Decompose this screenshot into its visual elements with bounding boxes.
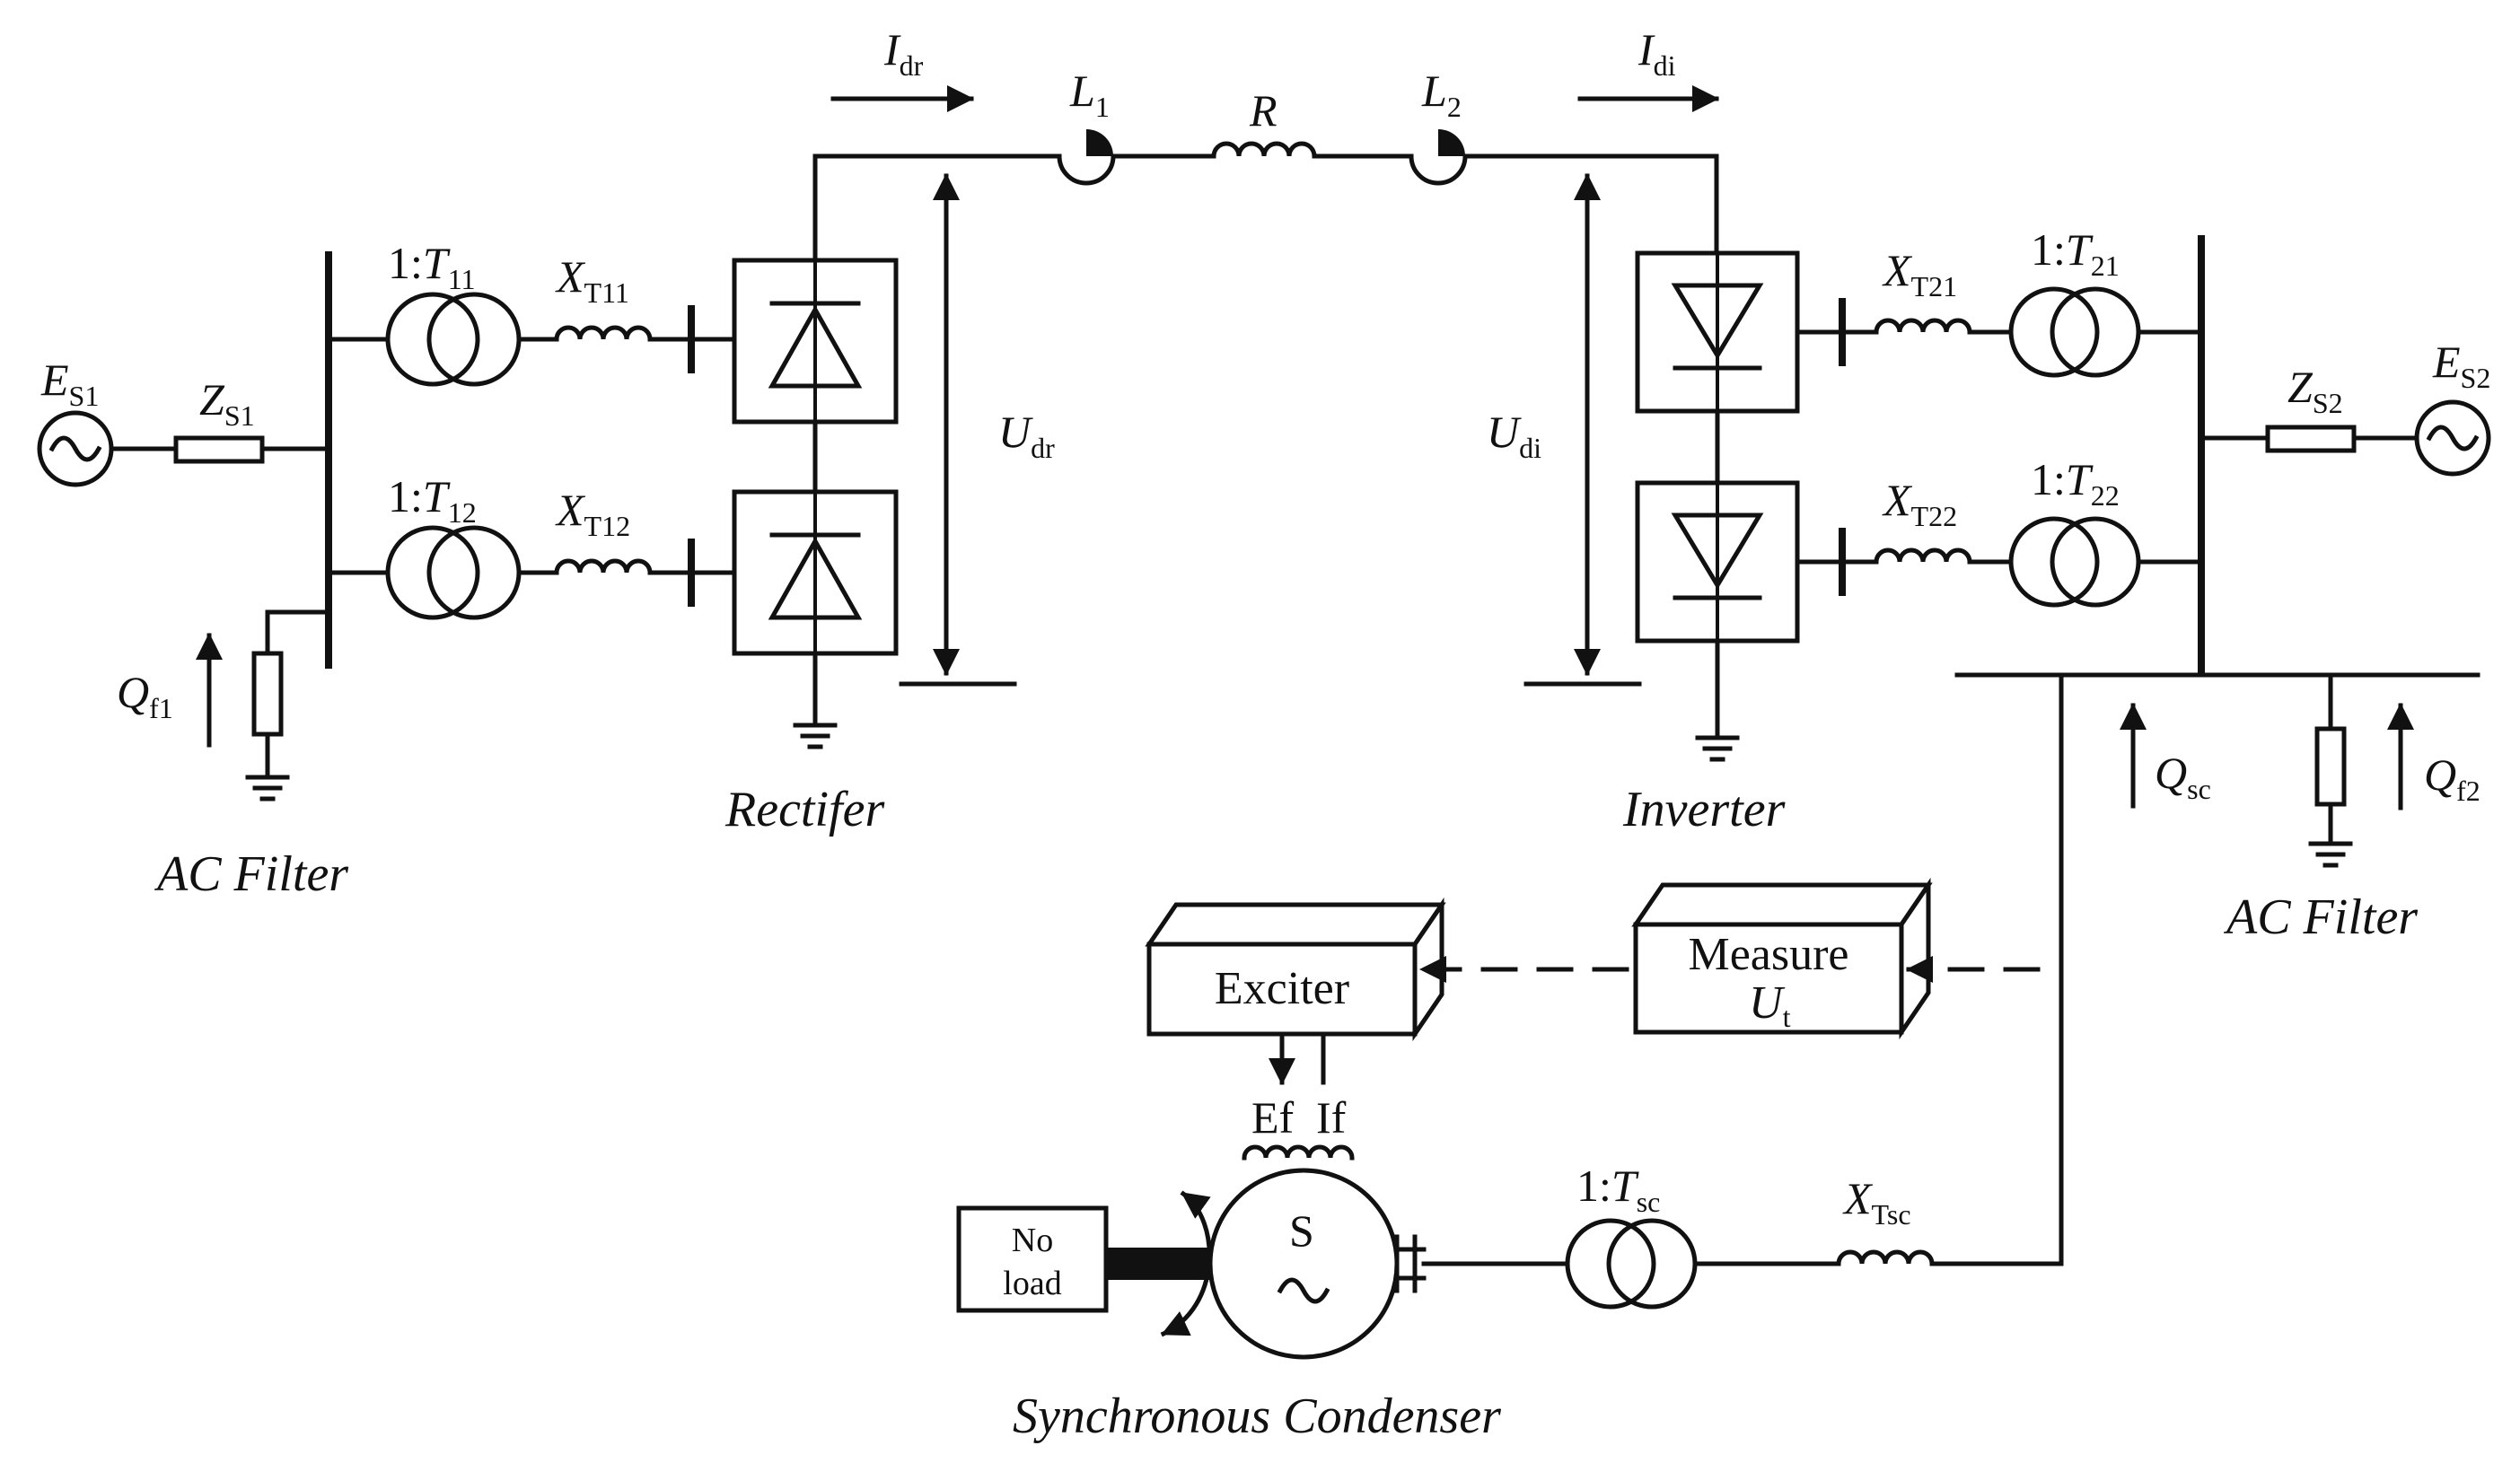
label-zs1: ZS1 bbox=[199, 374, 255, 432]
label-if: If bbox=[1316, 1092, 1347, 1143]
label-idr: Idr bbox=[883, 24, 924, 82]
transformer-t22 bbox=[2008, 516, 2141, 608]
label-udi: Udi bbox=[1487, 407, 1541, 464]
source-es2 bbox=[2414, 399, 2491, 477]
label-t12: 1:T12 bbox=[388, 471, 477, 529]
ac-filter-left-element bbox=[251, 651, 284, 737]
label-t11: 1:T11 bbox=[388, 238, 476, 295]
transformer-t11 bbox=[385, 292, 522, 387]
exciter-block bbox=[1145, 897, 1446, 1042]
caption-synchronous-condenser: Synchronous Condenser bbox=[1013, 1389, 1501, 1444]
label-xt21: XT21 bbox=[1882, 245, 1957, 302]
transformer-t12 bbox=[385, 525, 522, 620]
label-udr: Udr bbox=[998, 407, 1055, 464]
no-load-box bbox=[956, 1205, 1109, 1313]
label-machine-s: S bbox=[1289, 1205, 1314, 1256]
ground-icon bbox=[245, 775, 290, 802]
no-load-line1: No bbox=[1012, 1222, 1053, 1259]
inverter-valve-upper bbox=[1635, 250, 1800, 414]
reactor-xtsc bbox=[1836, 1249, 1935, 1266]
caption-rectifier: Rectifer bbox=[724, 782, 884, 837]
field-winding bbox=[1242, 1144, 1355, 1161]
label-l2: L2 bbox=[1421, 66, 1462, 123]
impedance-zs2 bbox=[2265, 425, 2357, 453]
rotation-arrow-icon bbox=[1160, 1190, 1212, 1337]
label-xt11: XT11 bbox=[555, 251, 629, 309]
label-tsc: 1:Tsc bbox=[1576, 1161, 1660, 1218]
measure-ut-label: Ut bbox=[1749, 977, 1791, 1033]
label-zs2: ZS2 bbox=[2287, 362, 2343, 419]
label-es1: ES1 bbox=[40, 355, 99, 412]
caption-inverter: Inverter bbox=[1622, 782, 1786, 837]
rectifier-valve-lower bbox=[732, 489, 899, 656]
transformer-tsc bbox=[1565, 1218, 1698, 1310]
wire-bus-sc bbox=[1933, 672, 2064, 1266]
transformer-t21 bbox=[2008, 286, 2141, 378]
synchronous-machine bbox=[1207, 1168, 1400, 1360]
label-xt22: XT22 bbox=[1882, 475, 1957, 532]
label-t21: 1:T21 bbox=[2031, 224, 2120, 282]
reactor-xt12 bbox=[554, 558, 653, 575]
reactor-xt21 bbox=[1874, 318, 1972, 335]
label-r: R bbox=[1249, 85, 1278, 136]
label-es2: ES2 bbox=[2432, 337, 2490, 394]
label-xtsc: XTsc bbox=[1842, 1173, 1911, 1231]
caption-ac-filter-right: AC Filter bbox=[2223, 889, 2418, 945]
ground-icon bbox=[1695, 735, 1740, 762]
exciter-label: Exciter bbox=[1215, 963, 1349, 1014]
reactor-xt22 bbox=[1874, 548, 1972, 565]
wire-filter-left bbox=[265, 609, 331, 656]
dc-wire-rect bbox=[812, 153, 1062, 263]
label-qf1: Qf1 bbox=[117, 667, 173, 724]
caption-ac-filter-left: AC Filter bbox=[154, 846, 348, 902]
label-ef: Ef bbox=[1251, 1092, 1295, 1143]
no-load-line2: load bbox=[1003, 1265, 1061, 1302]
inverter-valve-lower bbox=[1635, 480, 1800, 644]
label-l1: L1 bbox=[1069, 66, 1110, 123]
source-es1 bbox=[37, 410, 114, 487]
machine-terminal-icon bbox=[1394, 1234, 1427, 1293]
label-qf2: Qf2 bbox=[2424, 749, 2480, 807]
shaft bbox=[1106, 1248, 1212, 1280]
ground-icon bbox=[793, 723, 838, 749]
measure-label: Measure bbox=[1688, 929, 1848, 980]
ground-icon bbox=[2308, 841, 2353, 868]
ac-filter-right-element bbox=[2314, 726, 2347, 807]
smoothing-reactor-l1 bbox=[1057, 129, 1116, 186]
impedance-zs1 bbox=[173, 435, 265, 464]
label-xt12: XT12 bbox=[555, 485, 630, 542]
rectifier-valve-upper bbox=[732, 258, 899, 425]
measure-block bbox=[1631, 877, 1933, 1040]
label-qsc: Qsc bbox=[2155, 748, 2211, 805]
reactor-xt11 bbox=[554, 325, 653, 342]
dc-resistance-r bbox=[1211, 141, 1317, 159]
label-t22: 1:T22 bbox=[2031, 454, 2120, 512]
label-idi: Idi bbox=[1638, 24, 1676, 82]
smoothing-reactor-l2 bbox=[1409, 129, 1468, 186]
dc-wire-inv bbox=[1462, 153, 1719, 256]
